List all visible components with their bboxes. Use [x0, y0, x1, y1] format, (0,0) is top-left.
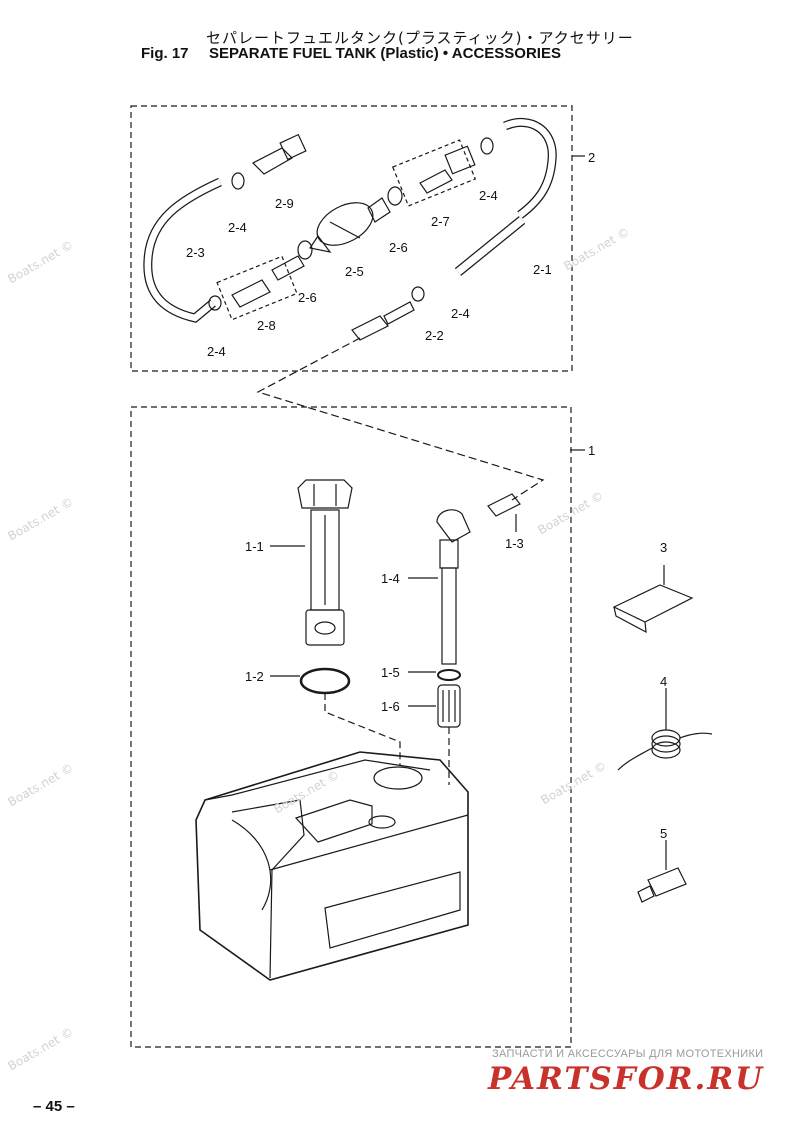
gauge-cap-1-1 — [297, 479, 353, 509]
callout-2-6-b: 2-6 — [298, 290, 317, 305]
nut-2-4-b — [208, 295, 222, 311]
callout-2-5: 2-5 — [345, 264, 364, 279]
callout-2-4-a: 2-4 — [228, 220, 247, 235]
callout-1-1: 1-1 — [245, 539, 264, 554]
link-line — [256, 337, 545, 501]
callout-2-4-d: 2-4 — [451, 306, 470, 321]
primer-bulb-2-5 — [316, 202, 374, 246]
valve-2-7-group — [391, 139, 477, 207]
shop-tagline: ЗАПЧАСТИ И АКСЕССУАРЫ ДЛЯ МОТОТЕХНИКИ — [492, 1048, 764, 1060]
accessory-3 — [612, 584, 694, 623]
nut-2-4-c — [480, 137, 494, 155]
callout-2-8: 2-8 — [257, 318, 276, 333]
callout-2-6-a: 2-6 — [389, 240, 408, 255]
title-japanese: セパレートフュエルタンク(プラスティック)・アクセサリー — [206, 29, 634, 47]
callout-3: 3 — [660, 540, 667, 555]
callout-2-3: 2-3 — [186, 245, 205, 260]
fuel-tank — [195, 751, 469, 981]
callout-4: 4 — [660, 674, 667, 689]
callout-2-9: 2-9 — [275, 196, 294, 211]
valve-2-8 — [231, 279, 271, 308]
callout-2-7: 2-7 — [431, 214, 450, 229]
figure-title: Fig. 17 SEPARATE FUEL TANK (Plastic) • AC… — [141, 45, 561, 62]
tank-filler-neck — [373, 766, 423, 790]
clamp-2-6-b — [297, 240, 313, 260]
callout-2-2: 2-2 — [425, 328, 444, 343]
figure-title-text: SEPARATE FUEL TANK (Plastic) • ACCESSORI… — [209, 45, 561, 62]
nut-2-4-d — [411, 286, 425, 302]
callout-5: 5 — [660, 826, 667, 841]
callout-1-6: 1-6 — [381, 699, 400, 714]
page-number: – 45 – — [33, 1098, 75, 1115]
figure-number: Fig. 17 — [141, 45, 189, 62]
callout-2: 2 — [588, 150, 595, 165]
accessory-5 — [647, 867, 687, 897]
callout-2-4-c: 2-4 — [479, 188, 498, 203]
pickup-tube-1-4 — [441, 567, 457, 665]
o-ring-1-5 — [437, 669, 461, 681]
nut-2-4-a — [231, 172, 245, 190]
fitting-1-3 — [487, 493, 521, 517]
group-1-outline — [130, 406, 572, 1048]
callout-2-4-b: 2-4 — [207, 344, 226, 359]
callout-1-4: 1-4 — [381, 571, 400, 586]
fitting-2-9 — [251, 147, 293, 175]
valve-2-8-group — [216, 255, 298, 321]
connector-2-2 — [351, 315, 389, 341]
group-2-outline — [130, 105, 573, 372]
callout-1-5: 1-5 — [381, 665, 400, 680]
elbow-1-4 — [436, 509, 471, 543]
callout-2-1: 2-1 — [533, 262, 552, 277]
shop-logo[interactable]: PARTSFOR.RU — [488, 1061, 765, 1097]
clamp-2-6-a — [387, 186, 403, 206]
callout-1: 1 — [588, 443, 595, 458]
callout-1-2: 1-2 — [245, 669, 264, 684]
callout-1-3: 1-3 — [505, 536, 524, 551]
valve-2-7 — [419, 169, 453, 194]
o-ring-1-2 — [299, 667, 351, 695]
